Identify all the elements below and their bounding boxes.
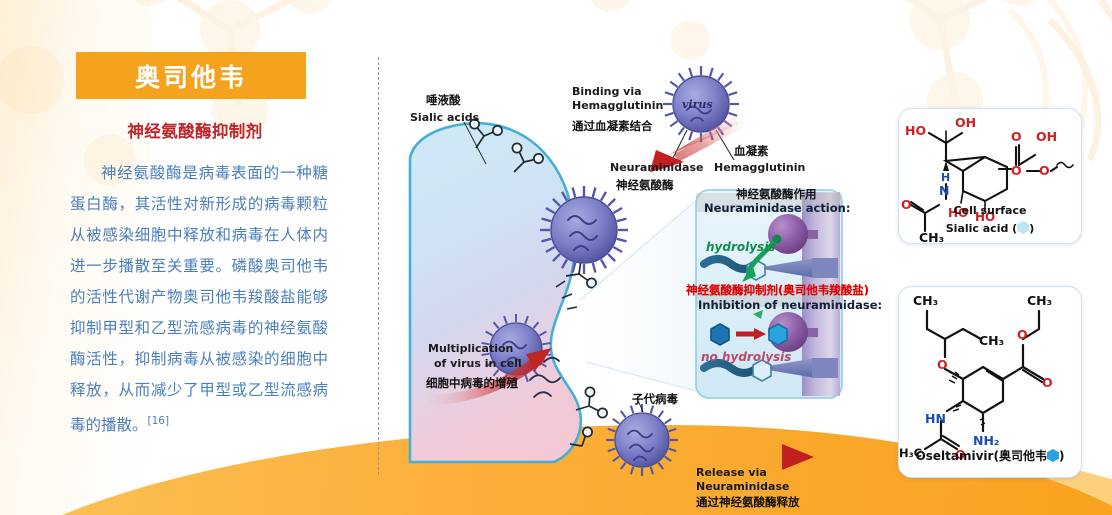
inset-panel	[695, 189, 843, 399]
subtitle: 神经氨酸酶抑制剂	[127, 122, 263, 141]
atom-h: H	[941, 171, 950, 184]
title-banner: 奥司他韦	[76, 52, 306, 99]
atom-o-ring: O	[1011, 163, 1022, 178]
atom-ch3-b: CH₃	[979, 333, 1004, 348]
sialic-caption-post: )	[1029, 222, 1035, 235]
label-multiplication-line2: of virus in cell	[434, 357, 522, 370]
inset-connector	[579, 196, 701, 393]
atom-o-ether: O	[937, 357, 948, 372]
atom-nh2: NH₂	[973, 433, 999, 448]
inset-label-bottom-cn: 神经氨酸酶抑制剂(奥司他韦羧酸盐)	[686, 283, 870, 297]
atom-ho-1: HO	[948, 206, 968, 220]
oseltamivir-caption-post: )	[1058, 449, 1065, 463]
virus-particle-progeny	[606, 404, 678, 476]
atom-ho-left: HO	[905, 123, 926, 138]
label-progeny-virus-cn: 子代病毒	[632, 392, 678, 406]
viral-rna-squiggles	[529, 356, 561, 398]
label-binding-line1: Binding via	[572, 85, 642, 98]
left-text-column: 奥司他韦 神经氨酸酶抑制剂 神经氨酸酶是病毒表面的一种糖蛋白酶，其活性对新形成的…	[70, 52, 360, 441]
label-multiplication-line1: Multiplication	[428, 342, 514, 355]
hexagon-icon	[1046, 449, 1059, 462]
virus-lifecycle-diagram: 唾液酸 Sialic acids Binding via Hemagglutin…	[404, 62, 1104, 509]
atom-oh-acid: OH	[1036, 129, 1057, 144]
virus-particle-free	[540, 186, 628, 274]
atom-ch3-c: CH₃	[1027, 293, 1052, 308]
label-release-line2: Neuraminidase	[696, 480, 790, 493]
release-arrow-icon	[680, 444, 814, 470]
budding-spikes	[555, 280, 578, 310]
progeny-leader-line	[636, 397, 644, 413]
label-release-line1: Release via	[696, 466, 767, 479]
inset-label-top-en: Neuraminidase action:	[704, 201, 851, 215]
atom-o-carbonyl: O	[1011, 129, 1022, 144]
label-binding-line2: Hemagglutinin	[572, 99, 664, 112]
inset-label-bottom-en: Inhibition of neuraminidase:	[698, 298, 883, 312]
atom-hn: HN	[925, 411, 946, 426]
label-hemagglutinin-cn: 血凝素	[734, 144, 769, 158]
atom-o-glyco: O	[1039, 163, 1050, 178]
sialic-acid-skeletal-formula: HO OH O OH O O O H N HO HO CH₃	[901, 115, 1074, 245]
sialic-caption-line2: Sialic acid ()	[899, 221, 1081, 236]
label-neuraminidase-cn: 神经氨酸酶	[616, 178, 674, 192]
oseltamivir-structure-box: CH₃ CH₃ CH₃ O O O HN NH₂ H₃C O Oseltamiv…	[898, 286, 1082, 478]
inset-label-top-cn: 神经氨酸酶作用	[736, 187, 817, 201]
label-sialic-acids-en: Sialic acids	[410, 111, 480, 124]
label-virus: virus	[682, 98, 713, 111]
sialic-caption-pre: Sialic acid (	[945, 222, 1018, 235]
atom-h3c: H₃C	[899, 446, 922, 460]
atom-o-carbonyl: O	[1042, 375, 1053, 390]
atom-ho-2: HO	[975, 210, 995, 224]
label-sialic-acids-cn: 唾液酸	[426, 93, 461, 107]
atom-o-amide: O	[955, 447, 966, 462]
atom-oh-top: OH	[955, 115, 976, 130]
virus-particle-labelled	[663, 66, 739, 142]
page-title: 奥司他韦	[134, 62, 247, 92]
body-paragraph-text: 神经氨酸酶是病毒表面的一种糖蛋白酶，其活性对新形成的病毒颗粒从被感染细胞中释放和…	[70, 164, 328, 435]
oseltamivir-caption: Oseltamivir(奥司他韦)	[899, 449, 1081, 464]
atom-ch3-a: CH₃	[913, 293, 938, 308]
label-neuraminidase-en: Neuraminidase	[610, 161, 704, 174]
citation-marker: [16]	[147, 415, 170, 427]
binding-arrow-icon	[650, 116, 747, 172]
label-hemagglutinin-en: Hemagglutinin	[714, 161, 806, 174]
sialic-caption-line1: Cell surface	[953, 204, 1027, 217]
sialic-leader-line	[463, 121, 487, 165]
atom-ch3: CH₃	[919, 230, 944, 243]
oseltamivir-skeletal-formula: CH₃ CH₃ CH₃ O O O HN NH₂ H₃C O	[899, 293, 1053, 462]
multiplication-arrow-icon	[429, 348, 552, 405]
inset-label-no-hydrolysis: no hydrolysis	[701, 350, 792, 364]
atom-o-left: O	[901, 197, 912, 212]
oseltamivir-caption-pre: Oseltamivir(奥司他韦	[915, 449, 1047, 463]
inset-label-hydrolysis: hydrolysis	[706, 240, 776, 254]
atom-o-ester: O	[1017, 327, 1028, 342]
hexagon-icon	[1017, 221, 1030, 234]
label-binding-cn: 通过血凝素结合	[572, 119, 653, 133]
body-paragraph: 神经氨酸酶是病毒表面的一种糖蛋白酶，其活性对新形成的病毒颗粒从被感染细胞中释放和…	[70, 158, 328, 441]
host-cell-shape	[408, 121, 583, 464]
diagram-canvas	[408, 66, 843, 476]
sialic-acid-structure-box: HO OH O OH O O O H N HO HO CH₃ Cell surf…	[898, 108, 1082, 245]
label-release-cn: 通过神经氨酸酶释放	[696, 495, 800, 509]
vertical-dashed-divider	[378, 57, 379, 475]
atom-n: N	[939, 183, 949, 198]
label-multiplication-cn: 细胞中病毒的增殖	[426, 376, 518, 390]
